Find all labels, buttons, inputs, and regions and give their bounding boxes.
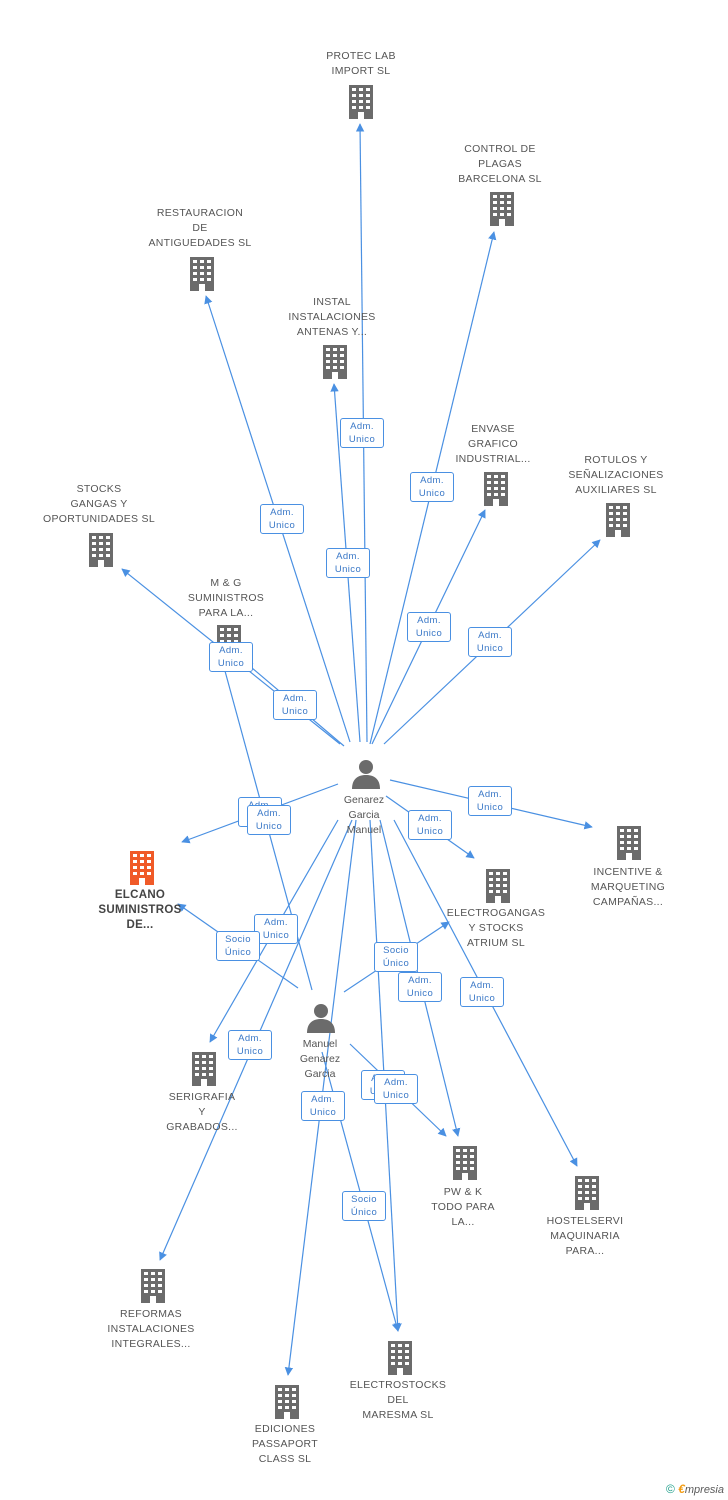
- role-badge-manuel-electrogangas[interactable]: Socio Único: [374, 942, 418, 972]
- building-icon-control[interactable]: [490, 192, 514, 226]
- company-node-control[interactable]: CONTROL DE PLAGAS BARCELONA SL: [435, 142, 565, 187]
- role-badge-manuel-electrostocks[interactable]: Socio Único: [342, 1191, 386, 1221]
- company-label: ELECTROGANGAS Y STOCKS ATRIUM SL: [446, 907, 546, 949]
- company-node-hostelservi[interactable]: HOSTELSERVI MAQUINARIA PARA...: [520, 1214, 650, 1259]
- company-label: ENVASE GRAFICO INDUSTRIAL...: [455, 423, 531, 465]
- building-icon-pwk[interactable]: [453, 1146, 477, 1180]
- role-badge-genarez-protec[interactable]: Adm. Unico: [340, 418, 384, 448]
- role-badge-genarez-ediciones[interactable]: Adm. Unico: [301, 1091, 345, 1121]
- person-node-manuel[interactable]: Manuel Genarez Garcia: [265, 1037, 375, 1082]
- company-node-pwk[interactable]: PW & K TODO PARA LA...: [398, 1185, 528, 1230]
- role-badge-genarez-stocks[interactable]: Adm. Unico: [209, 642, 253, 672]
- role-badge-genarez-mg[interactable]: Adm. Unico: [273, 690, 317, 720]
- role-badge-genarez-control[interactable]: Adm. Unico: [410, 472, 454, 502]
- role-badge-genarez-hostelservi[interactable]: Adm. Unico: [460, 977, 504, 1007]
- company-label: INSTAL INSTALACIONES ANTENAS Y...: [288, 296, 376, 338]
- company-label: PROTEC LAB IMPORT SL: [326, 50, 396, 77]
- building-icon-hostelservi[interactable]: [575, 1176, 599, 1210]
- role-badge-genarez-electrogangas[interactable]: Adm. Unico: [408, 810, 452, 840]
- company-node-mg[interactable]: M & G SUMINISTROS PARA LA...: [161, 576, 291, 621]
- role-badge-genarez-serigrafia[interactable]: Adm. Unico: [254, 914, 298, 944]
- building-icon-restauracion[interactable]: [190, 257, 214, 291]
- building-icon-elcano[interactable]: [130, 851, 154, 885]
- empresia-footer[interactable]: © €mpresia: [666, 1482, 724, 1496]
- building-icon-stocks[interactable]: [89, 533, 113, 567]
- company-label: ELCANO SUMINISTROS DE...: [98, 889, 182, 931]
- role-badge-genarez-pwk[interactable]: Adm. Unico: [398, 972, 442, 1002]
- building-icon-incentive[interactable]: [617, 826, 641, 860]
- company-label: STOCKS GANGAS Y OPORTUNIDADES SL: [43, 483, 155, 525]
- building-icon-instal[interactable]: [323, 345, 347, 379]
- person-label: Genarez Garcia Manuel: [343, 794, 385, 836]
- company-node-stocks[interactable]: STOCKS GANGAS Y OPORTUNIDADES SL: [34, 482, 164, 527]
- building-icon-serigrafia[interactable]: [192, 1052, 216, 1086]
- role-badge-genarez-restauracion[interactable]: Adm. Unico: [260, 504, 304, 534]
- company-node-instal[interactable]: INSTAL INSTALACIONES ANTENAS Y...: [267, 295, 397, 340]
- company-label: SERIGRAFIA Y GRABADOS...: [166, 1091, 238, 1133]
- empresia-brand: mpresia: [684, 1484, 724, 1496]
- role-badge-genarez-incentive[interactable]: Adm. Unico: [468, 786, 512, 816]
- company-node-restauracion[interactable]: RESTAURACION DE ANTIGUEDADES SL: [135, 206, 265, 251]
- company-label: PW & K TODO PARA LA...: [431, 1186, 495, 1228]
- company-label: HOSTELSERVI MAQUINARIA PARA...: [546, 1215, 624, 1257]
- person-icon-manuel[interactable]: [307, 1004, 335, 1033]
- role-badge-genarez-reformas[interactable]: Adm. Unico: [228, 1030, 272, 1060]
- role-badge-genarez-instal[interactable]: Adm. Unico: [326, 548, 370, 578]
- company-label: REFORMAS INSTALACIONES INTEGRALES...: [107, 1308, 195, 1350]
- building-icon-protec[interactable]: [349, 85, 373, 119]
- company-label: ROTULOS Y SEÑALIZACIONES AUXILIARES SL: [568, 454, 664, 496]
- company-label: INCENTIVE & MARQUETING CAMPAÑAS...: [590, 866, 666, 908]
- building-icon-ediciones[interactable]: [275, 1385, 299, 1419]
- company-node-electrostocks[interactable]: ELECTROSTOCKS DEL MARESMA SL: [333, 1378, 463, 1423]
- building-icon-electrogangas[interactable]: [486, 869, 510, 903]
- company-label: CONTROL DE PLAGAS BARCELONA SL: [458, 143, 542, 185]
- company-node-rotulos[interactable]: ROTULOS Y SEÑALIZACIONES AUXILIARES SL: [551, 453, 681, 498]
- role-badge-manuel-elcano[interactable]: Socio Único: [216, 931, 260, 961]
- building-icon-rotulos[interactable]: [606, 503, 630, 537]
- company-label: ELECTROSTOCKS DEL MARESMA SL: [349, 1379, 447, 1421]
- company-node-ediciones[interactable]: EDICIONES PASSAPORT CLASS SL: [220, 1422, 350, 1467]
- company-label: RESTAURACION DE ANTIGUEDADES SL: [148, 207, 252, 249]
- empresia-logo-icon: €: [678, 1482, 685, 1496]
- building-icon-envase[interactable]: [484, 472, 508, 506]
- person-icon-genarez[interactable]: [352, 760, 380, 789]
- company-label: M & G SUMINISTROS PARA LA...: [187, 577, 265, 619]
- person-label: Manuel Genarez Garcia: [299, 1038, 341, 1080]
- role-badge-genarez-rotulos[interactable]: Adm. Unico: [468, 627, 512, 657]
- company-node-serigrafia[interactable]: SERIGRAFIA Y GRABADOS...: [137, 1090, 267, 1135]
- building-icon-reformas[interactable]: [141, 1269, 165, 1303]
- role-badge-manuel-mg[interactable]: Adm. Unico: [247, 805, 291, 835]
- role-badge-genarez-envase[interactable]: Adm. Unico: [407, 612, 451, 642]
- company-node-elcano[interactable]: ELCANO SUMINISTROS DE...: [75, 888, 205, 933]
- role-badge-manuel-pwk[interactable]: Adm. Unico: [374, 1074, 418, 1104]
- building-icon-electrostocks[interactable]: [388, 1341, 412, 1375]
- company-node-envase[interactable]: ENVASE GRAFICO INDUSTRIAL...: [428, 422, 558, 467]
- person-node-genarez[interactable]: Genarez Garcia Manuel: [309, 793, 419, 838]
- company-label: EDICIONES PASSAPORT CLASS SL: [252, 1423, 318, 1465]
- copyright-icon: ©: [666, 1482, 675, 1496]
- company-node-protec[interactable]: PROTEC LAB IMPORT SL: [296, 49, 426, 79]
- company-node-electrogangas[interactable]: ELECTROGANGAS Y STOCKS ATRIUM SL: [431, 906, 561, 951]
- company-node-reformas[interactable]: REFORMAS INSTALACIONES INTEGRALES...: [86, 1307, 216, 1352]
- company-node-incentive[interactable]: INCENTIVE & MARQUETING CAMPAÑAS...: [563, 865, 693, 910]
